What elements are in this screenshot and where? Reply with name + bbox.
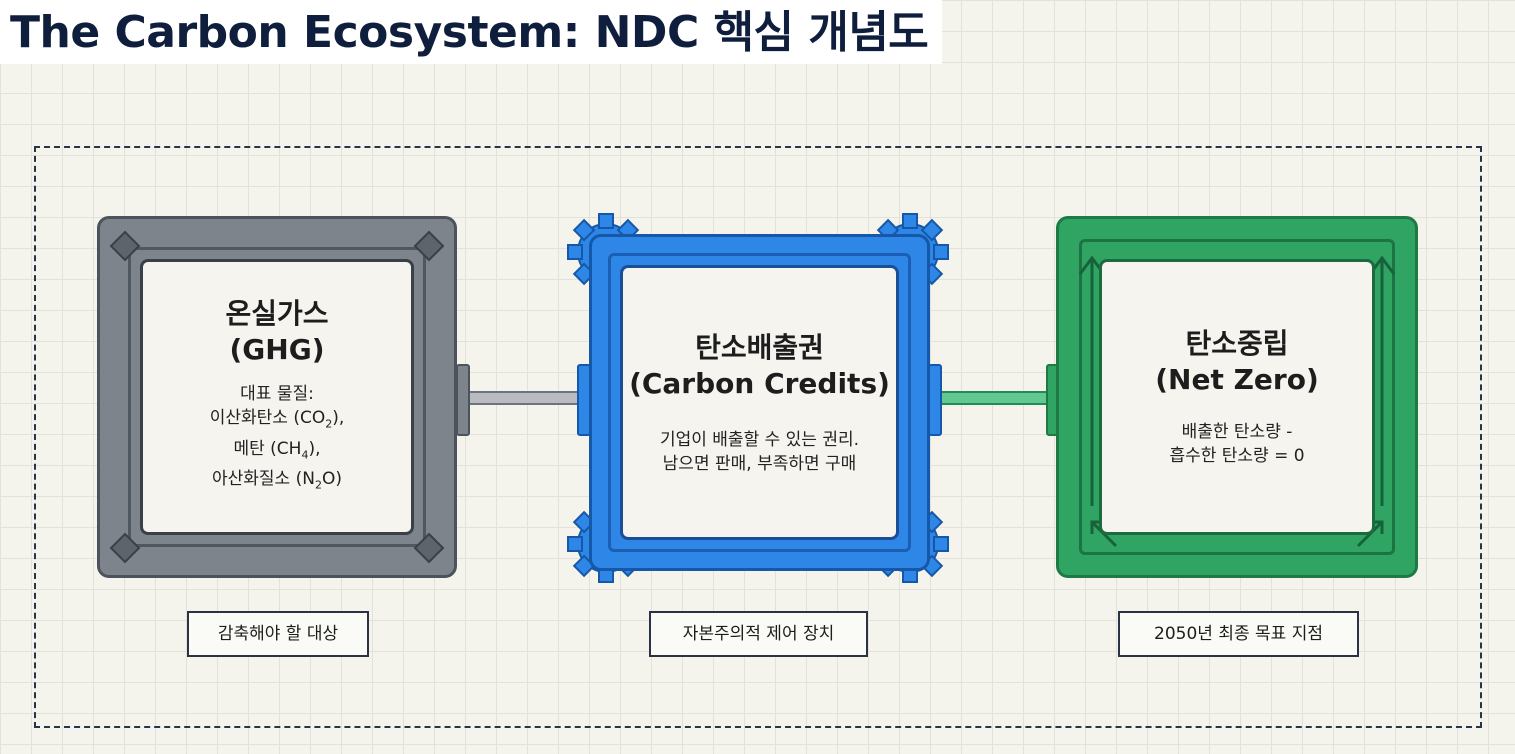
page-title: The Carbon Ecosystem: NDC 핵심 개념도: [0, 0, 943, 64]
card-carbon-credits-content: 탄소배출권 (Carbon Credits) 기업이 배출할 수 있는 권리. …: [620, 265, 899, 540]
card-net-zero-subtitle: (Net Zero): [1155, 363, 1319, 396]
desc-line: 아산화질소 (N2O): [212, 469, 342, 492]
connector-tab: [928, 364, 942, 436]
card-ghg-subtitle: (GHG): [229, 333, 325, 367]
connector-tab: [456, 364, 470, 436]
desc-line: 배출한 탄소량 -: [1181, 422, 1293, 442]
card-net-zero-content: 탄소중립 (Net Zero) 배출한 탄소량 - 흡수한 탄소량 = 0: [1099, 259, 1375, 535]
ecosystem-frame: [34, 146, 1482, 728]
desc-line: 이산화탄소 (CO2),: [209, 408, 345, 431]
card-ghg-label: 감축해야 할 대상: [187, 611, 369, 657]
card-ring: [128, 247, 426, 547]
connector-ghg-to-credits: [468, 391, 582, 405]
card-ghg-description: 대표 물질: 이산화탄소 (CO2), 메탄 (CH4), 아산화질소 (N2O…: [210, 382, 345, 497]
card-carbon-credits-label: 자본주의적 제어 장치: [649, 611, 868, 657]
desc-line: 대표 물질:: [240, 384, 314, 405]
card-carbon-credits-description: 기업이 배출할 수 있는 권리. 남으면 판매, 부족하면 구매: [660, 428, 859, 476]
desc-line: 남으면 판매, 부족하면 구매: [662, 453, 857, 474]
card-ghg-content: 온실가스 (GHG) 대표 물질: 이산화탄소 (CO2), 메탄 (CH4),…: [140, 259, 414, 535]
card-carbon-credits-subtitle: (Carbon Credits): [629, 366, 890, 400]
card-net-zero: 탄소중립 (Net Zero) 배출한 탄소량 - 흡수한 탄소량 = 0: [1056, 216, 1418, 578]
card-net-zero-title: 탄소중립: [1185, 327, 1289, 360]
card-carbon-credits: 탄소배출권 (Carbon Credits) 기업이 배출할 수 있는 권리. …: [589, 234, 930, 571]
card-ghg-title: 온실가스: [225, 297, 329, 331]
diamond-corner-icons: [109, 230, 445, 564]
card-net-zero-description: 배출한 탄소량 - 흡수한 탄소량 = 0: [1169, 420, 1304, 468]
desc-line: 흡수한 탄소량 = 0: [1169, 446, 1305, 466]
desc-line: 기업이 배출할 수 있는 권리.: [659, 429, 860, 450]
card-ring: [608, 253, 911, 552]
card-ghg: 온실가스 (GHG) 대표 물질: 이산화탄소 (CO2), 메탄 (CH4),…: [97, 216, 457, 578]
card-ring: [1079, 239, 1395, 555]
card-carbon-credits-title: 탄소배출권: [695, 330, 824, 364]
card-net-zero-label: 2050년 최종 목표 지점: [1118, 611, 1359, 657]
desc-line: 메탄 (CH4),: [233, 438, 321, 462]
connector-credits-to-netzero: [936, 391, 1054, 405]
